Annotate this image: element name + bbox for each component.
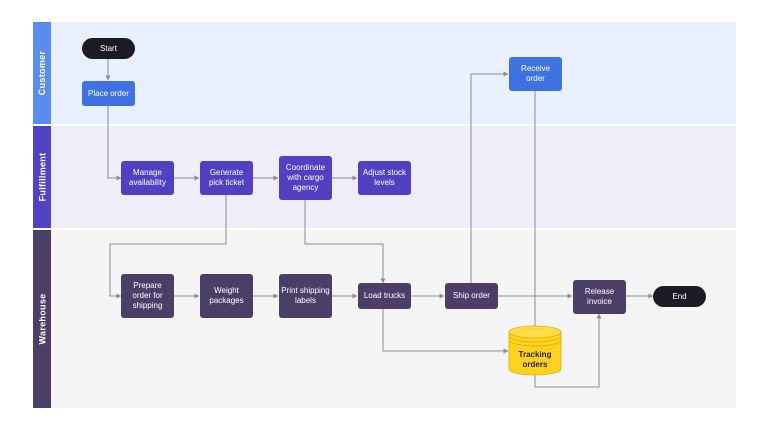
adjust-stock-label: Adjust stock levels xyxy=(362,168,407,187)
edge-coordinate-load xyxy=(304,200,386,284)
tracking-orders-label: Tracking orders xyxy=(518,350,552,369)
prepare-order-label: Prepare order for shipping xyxy=(132,281,163,310)
adjust-stock-node[interactable]: Adjust stock levels xyxy=(358,161,411,195)
manage-availability-node[interactable]: Manage availability xyxy=(121,161,174,195)
customer-lane xyxy=(51,22,736,124)
warehouse-lane-header: Warehouse xyxy=(33,230,51,408)
coordinate-cargo-label: Coordinate with cargo agency xyxy=(285,163,326,192)
receive-order-node[interactable]: Receive order xyxy=(509,57,562,91)
load-trucks-label: Load trucks xyxy=(363,291,406,300)
customer-lane-header: Customer xyxy=(33,22,51,124)
release-invoice-label: Release invoice xyxy=(584,287,615,306)
start-node[interactable]: Start xyxy=(82,38,135,59)
load-trucks-node[interactable]: Load trucks xyxy=(358,283,411,309)
generate-pick-ticket-label: Generate pick ticket xyxy=(208,168,245,187)
prepare-order-node[interactable]: Prepare order for shipping xyxy=(121,274,174,318)
coordinate-cargo-node[interactable]: Coordinate with cargo agency xyxy=(279,156,332,200)
place-order-node[interactable]: Place order xyxy=(82,81,135,106)
release-invoice-node[interactable]: Release invoice xyxy=(573,280,626,314)
warehouse-lane xyxy=(51,230,736,408)
fulfillment-lane-header: Fulfillment xyxy=(33,126,51,228)
edge-generate-prepare xyxy=(109,195,227,299)
place-order-label: Place order xyxy=(88,88,129,98)
tracking-orders-database-icon[interactable] xyxy=(508,325,562,377)
edge-tracking-release xyxy=(534,313,602,388)
edge-load-tracking xyxy=(382,309,509,354)
edge-ship-receive xyxy=(470,71,509,283)
end-node[interactable]: End xyxy=(653,286,706,307)
start-label: Start xyxy=(100,43,117,53)
edge-place-order-manage xyxy=(107,106,122,181)
end-label: End xyxy=(672,291,687,301)
manage-availability-label: Manage availability xyxy=(129,168,166,187)
ship-order-node[interactable]: Ship order xyxy=(445,283,498,309)
print-labels-node[interactable]: Print shipping labels xyxy=(279,274,332,318)
generate-pick-ticket-node[interactable]: Generate pick ticket xyxy=(200,161,253,195)
ship-order-label: Ship order xyxy=(453,291,490,300)
receive-order-label: Receive order xyxy=(521,64,550,83)
weight-packages-label: Weight packages xyxy=(209,286,244,305)
print-labels-label: Print shipping labels xyxy=(281,286,330,305)
weight-packages-node[interactable]: Weight packages xyxy=(200,274,253,318)
